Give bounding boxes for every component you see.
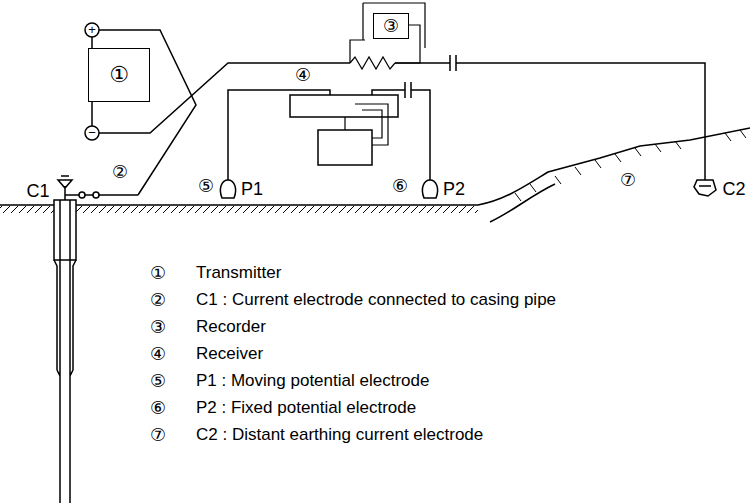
- legend-text: Receiver: [196, 344, 263, 364]
- electrode-name: C2: [722, 179, 745, 201]
- recorder-leads: [350, 3, 425, 63]
- callout-number: ⑤: [198, 175, 214, 197]
- hill-outline: [478, 128, 750, 205]
- legend-number: ①: [150, 262, 166, 284]
- legend-text: P2 : Fixed potential electrode: [196, 398, 416, 418]
- receiver-display: [318, 130, 372, 165]
- receiver-label-box: ④: [290, 62, 316, 88]
- electrode-name: P1: [241, 179, 263, 201]
- connector-clamp: [93, 192, 99, 198]
- callout-number: ④: [295, 64, 311, 86]
- p1-electrode: [220, 180, 235, 198]
- wellhead-valve: [58, 176, 72, 200]
- recorder-box: ③: [373, 13, 409, 39]
- electrode-name: C1: [26, 181, 49, 203]
- legend-number: ⑥: [150, 397, 166, 419]
- minus-terminal: [85, 126, 99, 140]
- legend-number: ⑦: [150, 424, 166, 446]
- callout-number: ②: [112, 161, 128, 183]
- receiver-wiring: [345, 104, 388, 145]
- legend-text: C1 : Current electrode connected to casi…: [196, 290, 556, 310]
- terminal-sign: −: [88, 125, 96, 141]
- terminal-sign: +: [88, 22, 96, 38]
- electrode-name: P2: [443, 179, 465, 201]
- callout-number: ⑥: [392, 175, 408, 197]
- current-wire-c2: [395, 55, 705, 180]
- connector-clamp: [79, 192, 85, 198]
- legend-text: C2 : Distant earthing current electrode: [196, 425, 483, 445]
- legend-number: ②: [150, 289, 166, 311]
- hill-hatching: [515, 130, 746, 201]
- casing-connector: [65, 194, 138, 196]
- legend-text: P1 : Moving potential electrode: [196, 371, 429, 391]
- legend-number: ③: [150, 316, 166, 338]
- casing-pipe: [54, 200, 76, 260]
- callout-number: ③: [383, 15, 399, 37]
- p2-electrode: [422, 180, 437, 198]
- callout-number: ①: [109, 62, 129, 88]
- casing-pipe-walls: [54, 200, 76, 503]
- plus-terminal: [85, 23, 99, 37]
- transmitter-box: ①: [88, 48, 150, 102]
- legend-number: ④: [150, 343, 166, 365]
- shunt-resistor: [350, 57, 395, 69]
- hill-contour: [490, 184, 555, 222]
- legend-text: Transmitter: [196, 263, 281, 283]
- legend-number: ⑤: [150, 370, 166, 392]
- legend-text: Recorder: [196, 317, 266, 337]
- callout-number: ⑦: [620, 169, 636, 191]
- c2-electrode: [694, 180, 716, 196]
